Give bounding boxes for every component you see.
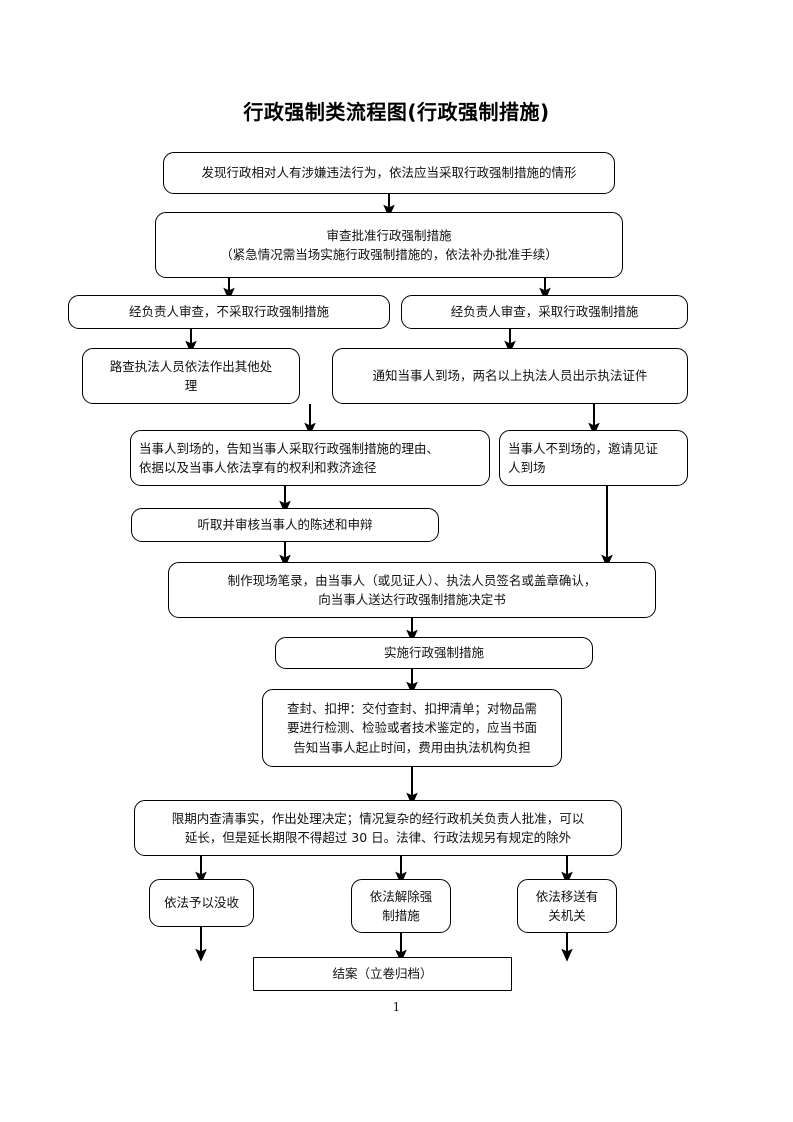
node-implement-measure: 实施行政强制措施 — [275, 637, 593, 669]
node-review-approve-measure: 审查批准行政强制措施 （紧急情况需当场实施行政强制措施的，依法补办批准手续） — [155, 212, 623, 278]
node-investigate-within-time-limit: 限期内查清事实，作出处理决定；情况复杂的经行政机关负责人批准，可以 延长，但是延… — [134, 800, 622, 856]
page-number: 1 — [392, 1000, 401, 1014]
node-close-case-archive-label: 结案（立卷归档） — [332, 966, 433, 982]
node-transfer-to-authority-label: 依法移送有 关机关 — [535, 888, 599, 923]
node-seal-seize-details: 查封、扣押：交付查封、扣押清单；对物品需 要进行检测、检验或者技术鉴定的，应当书… — [262, 689, 562, 767]
node-discover-illegal-act: 发现行政相对人有涉嫌违法行为，依法应当采取行政强制措施的情形 — [163, 152, 615, 194]
node-hear-statement-defense-label: 听取并审核当事人的陈述和申辩 — [197, 517, 373, 533]
node-implement-measure-label: 实施行政强制措施 — [383, 645, 484, 661]
node-lift-measure-by-law: 依法解除强 制措施 — [351, 879, 451, 933]
node-review-approve-measure-label: 审查批准行政强制措施 （紧急情况需当场实施行政强制措施的，依法补办批准手续） — [220, 227, 558, 262]
node-adopt-measure-label: 经负责人审查，采取行政强制措施 — [450, 304, 639, 320]
node-make-record-serve-decision: 制作现场笔录，由当事人（或见证人）、执法人员签名或盖章确认， 向当事人送达行政强… — [168, 562, 656, 618]
node-confiscate-by-law-label: 依法予以没收 — [163, 895, 239, 911]
node-lift-measure-by-law-label: 依法解除强 制措施 — [369, 888, 433, 923]
node-other-handling: 路查执法人员依法作出其他处 理 — [82, 348, 300, 404]
node-seal-seize-details-label: 查封、扣押：交付查封、扣押清单；对物品需 要进行检测、检验或者技术鉴定的，应当书… — [286, 700, 537, 755]
node-not-adopt-measure: 经负责人审查，不采取行政强制措施 — [68, 295, 390, 329]
node-discover-illegal-act-label: 发现行政相对人有涉嫌违法行为，依法应当采取行政强制措施的情形 — [201, 165, 577, 181]
node-confiscate-by-law: 依法予以没收 — [149, 879, 254, 927]
node-other-handling-label: 路查执法人员依法作出其他处 理 — [109, 358, 273, 393]
node-invite-witness: 当事人不到场的，邀请见证 人到场 — [499, 430, 688, 486]
node-inform-reasons-rights: 当事人到场的，告知当事人采取行政强制措施的理由、 依据以及当事人依法享有的权利和… — [130, 430, 490, 486]
node-notify-party-show-credentials-label: 通知当事人到场，两名以上执法人员出示执法证件 — [372, 368, 648, 384]
connector-group — [185, 194, 613, 963]
node-transfer-to-authority: 依法移送有 关机关 — [517, 879, 617, 933]
node-invite-witness-label: 当事人不到场的，邀请见证 人到场 — [508, 440, 659, 475]
node-inform-reasons-rights-label: 当事人到场的，告知当事人采取行政强制措施的理由、 依据以及当事人依法享有的权利和… — [139, 440, 440, 475]
node-investigate-within-time-limit-label: 限期内查清事实，作出处理决定；情况复杂的经行政机关负责人批准，可以 延长，但是延… — [171, 810, 585, 845]
node-make-record-serve-decision-label: 制作现场笔录，由当事人（或见证人）、执法人员签名或盖章确认， 向当事人送达行政强… — [227, 572, 597, 607]
node-notify-party-show-credentials: 通知当事人到场，两名以上执法人员出示执法证件 — [332, 348, 688, 404]
node-close-case-archive: 结案（立卷归档） — [253, 957, 512, 991]
node-adopt-measure: 经负责人审查，采取行政强制措施 — [401, 295, 688, 329]
node-hear-statement-defense: 听取并审核当事人的陈述和申辩 — [131, 508, 439, 542]
node-not-adopt-measure-label: 经负责人审查，不采取行政强制措施 — [128, 304, 329, 320]
page-title: 行政强制类流程图(行政强制措施) — [243, 100, 550, 124]
